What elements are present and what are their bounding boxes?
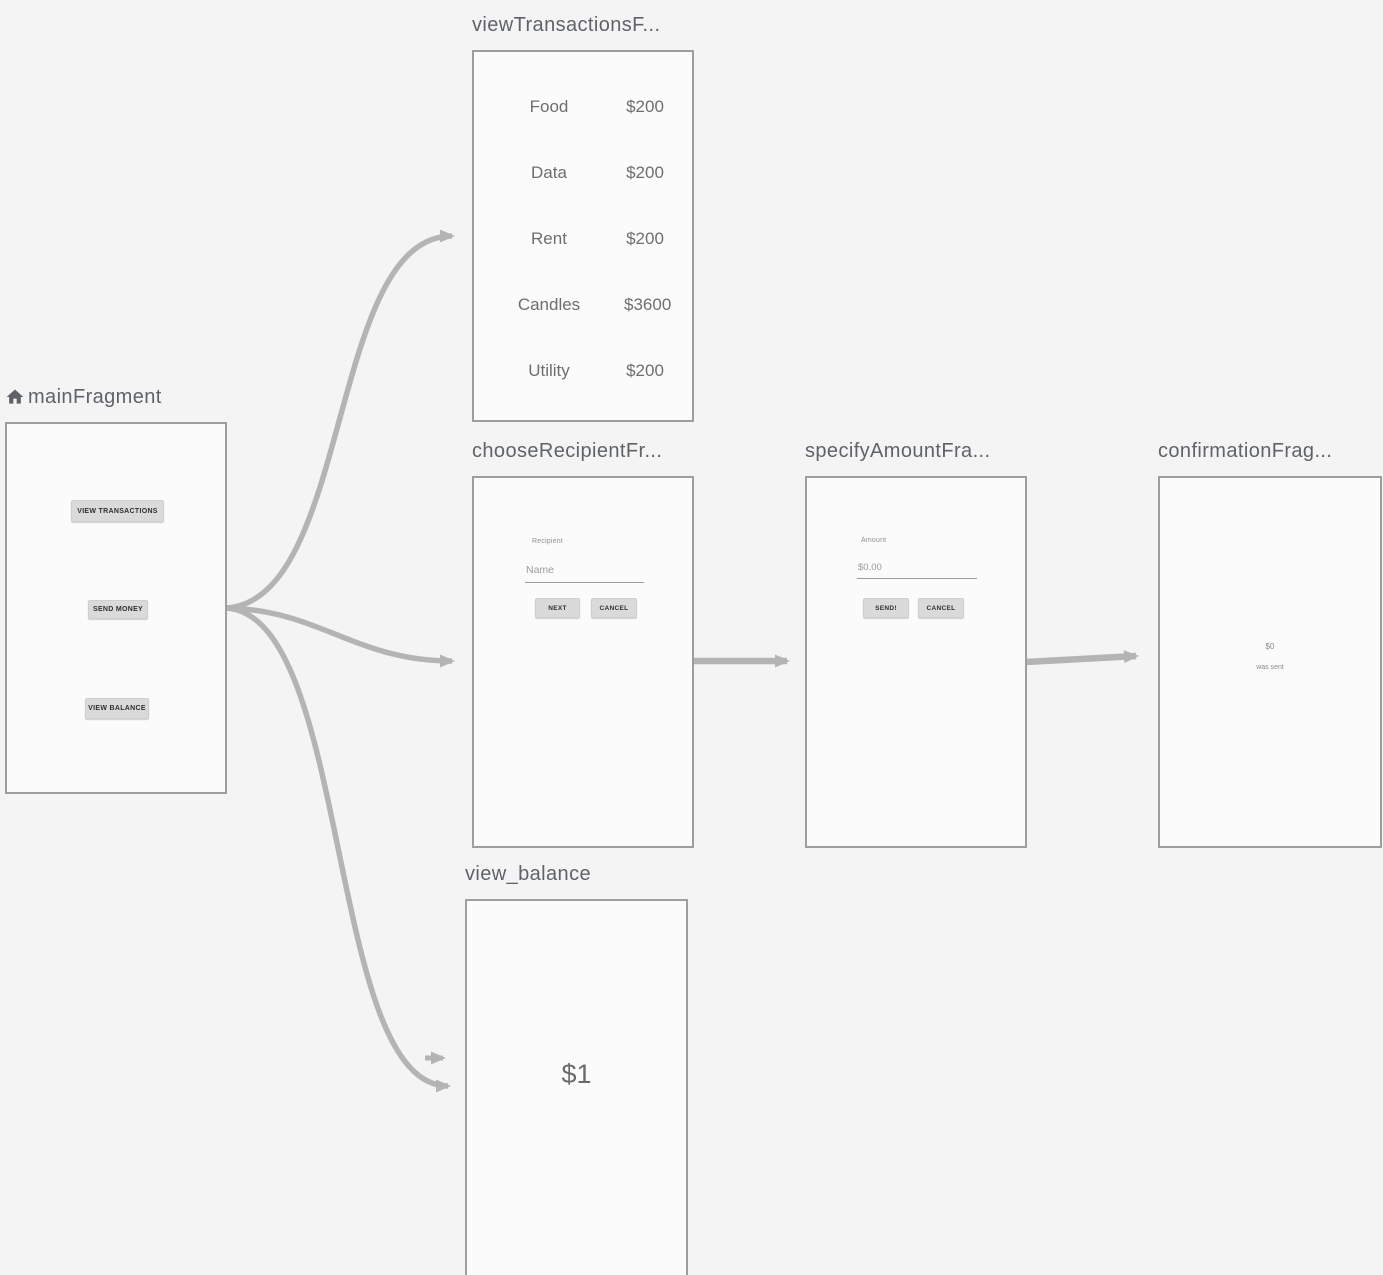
recipient-input[interactable]: Name xyxy=(526,564,555,576)
fragment-title-main[interactable]: mainFragment xyxy=(5,384,227,410)
transaction-row: Rent $200 xyxy=(474,206,692,272)
amount-field-label: Amount xyxy=(861,537,887,544)
fragment-title-label: chooseRecipientFr... xyxy=(472,439,663,462)
recipient-input-underline xyxy=(525,582,644,583)
fragment-preview-view-balance[interactable]: $1 xyxy=(465,899,688,1275)
transaction-row: Candles $3600 xyxy=(474,272,692,338)
view-transactions-button[interactable]: VIEW TRANSACTIONS xyxy=(71,500,164,522)
fragment-preview-view-transactions[interactable]: Food $200 Data $200 Rent $200 Candles $3… xyxy=(472,50,694,422)
fragment-title-label: mainFragment xyxy=(28,385,162,408)
confirmation-amount: $0 xyxy=(1265,642,1275,651)
transaction-amount: $3600 xyxy=(624,295,672,314)
transaction-label: Data xyxy=(531,163,567,182)
fragment-title-choose-recipient[interactable]: chooseRecipientFr... xyxy=(472,438,694,464)
fragment-preview-main[interactable]: VIEW TRANSACTIONS SEND MONEY VIEW BALANC… xyxy=(5,422,227,794)
fragment-title-specify-amount[interactable]: specifyAmountFra... xyxy=(805,438,1027,464)
transaction-amount: $200 xyxy=(626,229,664,248)
fragment-title-label: view_balance xyxy=(465,862,591,885)
transaction-row: Data $200 xyxy=(474,140,692,206)
cancel-button[interactable]: CANCEL xyxy=(591,598,637,618)
fragment-preview-confirmation[interactable]: $0 was sent xyxy=(1158,476,1382,848)
fragment-title-label: viewTransactionsF... xyxy=(472,13,661,36)
fragment-title-view-transactions[interactable]: viewTransactionsF... xyxy=(472,12,694,38)
view-balance-button[interactable]: VIEW BALANCE xyxy=(85,698,149,719)
fragment-title-label: specifyAmountFra... xyxy=(805,439,991,462)
fragment-card-main: mainFragment VIEW TRANSACTIONS SEND MONE… xyxy=(5,384,227,794)
fragment-card-view-transactions: viewTransactionsF... Food $200 Data $200… xyxy=(472,12,694,422)
transaction-amount: $200 xyxy=(626,97,664,116)
action-main-to-choose-recipient[interactable] xyxy=(226,605,455,668)
transaction-list: Food $200 Data $200 Rent $200 Candles $3… xyxy=(474,52,692,404)
fragment-title-label: confirmationFrag... xyxy=(1158,439,1333,462)
transaction-label: Utility xyxy=(528,361,570,380)
action-main-to-view-balance[interactable] xyxy=(226,605,451,1093)
fragment-preview-choose-recipient[interactable]: Recipient Name NEXT CANCEL xyxy=(472,476,694,848)
balance-value: $1 xyxy=(561,1059,592,1089)
next-button[interactable]: NEXT xyxy=(535,598,580,618)
confirmation-message: was sent xyxy=(1256,664,1284,671)
home-icon xyxy=(6,389,24,404)
transaction-label: Candles xyxy=(517,295,581,314)
fragment-card-view-balance: view_balance $1 xyxy=(465,861,688,1275)
cancel-button[interactable]: CANCEL xyxy=(918,598,964,618)
fragment-title-view-balance[interactable]: view_balance xyxy=(465,861,688,887)
transaction-amount: $200 xyxy=(626,361,664,380)
transaction-label: Food xyxy=(529,97,569,116)
fragment-card-specify-amount: specifyAmountFra... Amount $0.00 SEND! C… xyxy=(805,438,1027,848)
action-main-to-view-transactions[interactable] xyxy=(226,229,455,611)
transaction-row: Food $200 xyxy=(474,74,692,140)
send-button[interactable]: SEND! xyxy=(863,598,909,618)
fragment-card-choose-recipient: chooseRecipientFr... Recipient Name NEXT… xyxy=(472,438,694,848)
transaction-amount: $200 xyxy=(626,163,664,182)
send-money-button[interactable]: SEND MONEY xyxy=(88,600,148,619)
transaction-row: Utility $200 xyxy=(474,338,692,404)
amount-input[interactable]: $0.00 xyxy=(858,562,882,573)
fragment-card-confirmation: confirmationFrag... $0 was sent xyxy=(1158,438,1382,848)
action-specify-amount-to-confirmation[interactable] xyxy=(1025,650,1139,666)
fragment-preview-specify-amount[interactable]: Amount $0.00 SEND! CANCEL xyxy=(805,476,1027,848)
amount-input-underline xyxy=(857,578,977,579)
transaction-label: Rent xyxy=(531,229,567,248)
recipient-field-label: Recipient xyxy=(532,538,563,545)
fragment-title-confirmation[interactable]: confirmationFrag... xyxy=(1158,438,1382,464)
